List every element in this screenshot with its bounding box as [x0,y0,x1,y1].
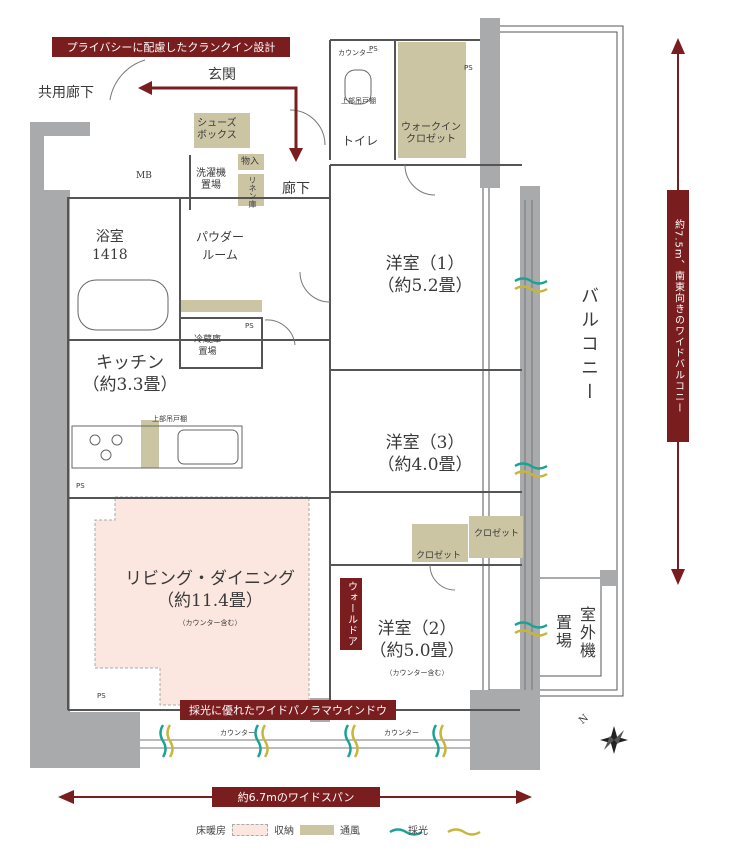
compass-rose [600,726,628,754]
legend-daylight-icon [447,828,481,836]
wide-balcony-banner: 約7.5m、南東向きのワイドバルコニー [667,190,689,442]
balcony-label: バルコニー [578,286,599,406]
entrance-label: 玄関 [208,67,236,83]
legend-ventilation-label: 通風 [340,826,360,837]
bath-label: 浴室 1418 [92,228,128,264]
kitchen-counter [71,425,243,469]
legend-floor-heating-label: 床暖房 [196,826,226,837]
walkin-closet-label-1: ウォークイン [401,122,461,133]
powder-room-label: パウダー ルーム [196,228,244,264]
legend-storage-swatch [300,824,334,835]
airflow-waves [159,277,548,758]
linen-label: リネン庫 [248,176,257,208]
living-room-label: リビング・ダイニング （約11.4畳） （カウンター含む） [110,568,310,634]
arrow-head-left [138,81,152,95]
laundry-label-2: 置場 [201,180,221,191]
western-room-1-name: 洋室（1） [385,254,465,274]
crank-in-arrows [150,86,298,150]
fridge-label: 冷蔵庫 置場 [194,334,221,358]
exterior-walls [30,18,618,770]
shoebox-label: シューズ ボックス [197,118,237,142]
counter-label-entrance: カウンター [338,49,373,57]
western-room-2-label: 洋室（2） （約5.0畳） （カウンター含む） [362,618,472,684]
toilet-label: トイレ [342,134,379,148]
storage-label: 物入 [241,157,260,167]
crank-in-banner: プライバシーに配慮したクランクイン設計 [52,37,290,57]
kitchen-name: キッチン [96,353,164,373]
western-room-3-name: 洋室（3） [385,433,465,453]
floor-heating-area [94,496,310,706]
western-room-3-label: 洋室（3） （約4.0畳） [370,432,480,476]
fridge-label-2: 置場 [198,347,217,357]
western-room-3-size: （約4.0畳） [377,455,473,475]
outdoor-unit-label-2: 置場 [553,614,572,650]
mb-label: MB [136,171,152,181]
bath-size: 1418 [92,247,128,263]
ps-label-1: PS [369,45,378,53]
kitchen-label: キッチン （約3.3畳） [80,352,180,396]
legend: 床暖房 収納 通風 採光 [196,822,428,837]
fridge-label-1: 冷蔵庫 [194,335,222,345]
western-room-1-size: （約5.2畳） [377,276,473,296]
living-room-note: （カウンター含む） [178,619,242,627]
corridor-label: 廊下 [282,181,310,197]
closet-label-upper: クロゼット [474,529,520,539]
counter-label-living: カウンター [220,729,255,737]
powder-room-name-2: ルーム [202,248,238,262]
western-room-2-size: （約5.0畳） [369,641,465,661]
upper-cabinet-label-toilet: 上部吊戸棚 [341,97,376,105]
living-room-name: リビング・ダイニング [125,569,295,589]
western-room-2-note: （カウンター含む） [385,669,449,677]
western-room-2-name: 洋室（2） [377,619,457,639]
kitchen-size: （約3.3畳） [82,375,178,395]
legend-floor-heating-swatch [232,823,268,836]
upper-cabinet-label-kitchen: 上部吊戸棚 [152,415,187,423]
balcony-outline [482,25,624,697]
legend-storage-label: 収納 [274,826,294,837]
counter-label-room2: カウンター [384,729,419,737]
toilet-fixture [344,69,372,105]
laundry-label-1: 洗濯機 [196,168,226,179]
common-corridor-label: 共用廊下 [38,85,94,101]
outdoor-unit-label-1: 室外機 [577,606,596,660]
western-room-1-label: 洋室（1） （約5.2畳） [370,253,480,297]
closet-label-lower: クロゼット [416,551,462,561]
legend-daylight-label: 採光 [408,826,428,837]
ps-label-4: PS [76,482,85,490]
shoebox-label-1: シューズ [197,118,237,129]
ps-label-2: PS [464,64,473,72]
legend-ventilation-icon [389,828,423,836]
living-room-size: （約11.4畳） [157,591,263,611]
shoebox-label-2: ボックス [197,130,237,141]
bath-name: 浴室 [95,229,124,245]
laundry-label: 洗濯機 置場 [196,168,226,192]
ps-label-3: PS [245,322,254,330]
bathtub [77,279,169,331]
arrow-head-down [289,148,303,162]
walkin-closet-label-2: クロゼット [406,134,456,145]
ps-label-5: PS [97,692,106,700]
powder-room-name: パウダー [196,230,245,244]
panorama-window-banner: 採光に優れたワイドパノラマウインドウ [180,700,396,720]
wide-span-banner: 約6.7mのワイドスパン [212,787,380,807]
wall-door-banner: ウォールドア [340,578,362,650]
storage-areas [141,42,523,562]
walkin-closet-label: ウォークイン クロゼット [401,122,461,146]
